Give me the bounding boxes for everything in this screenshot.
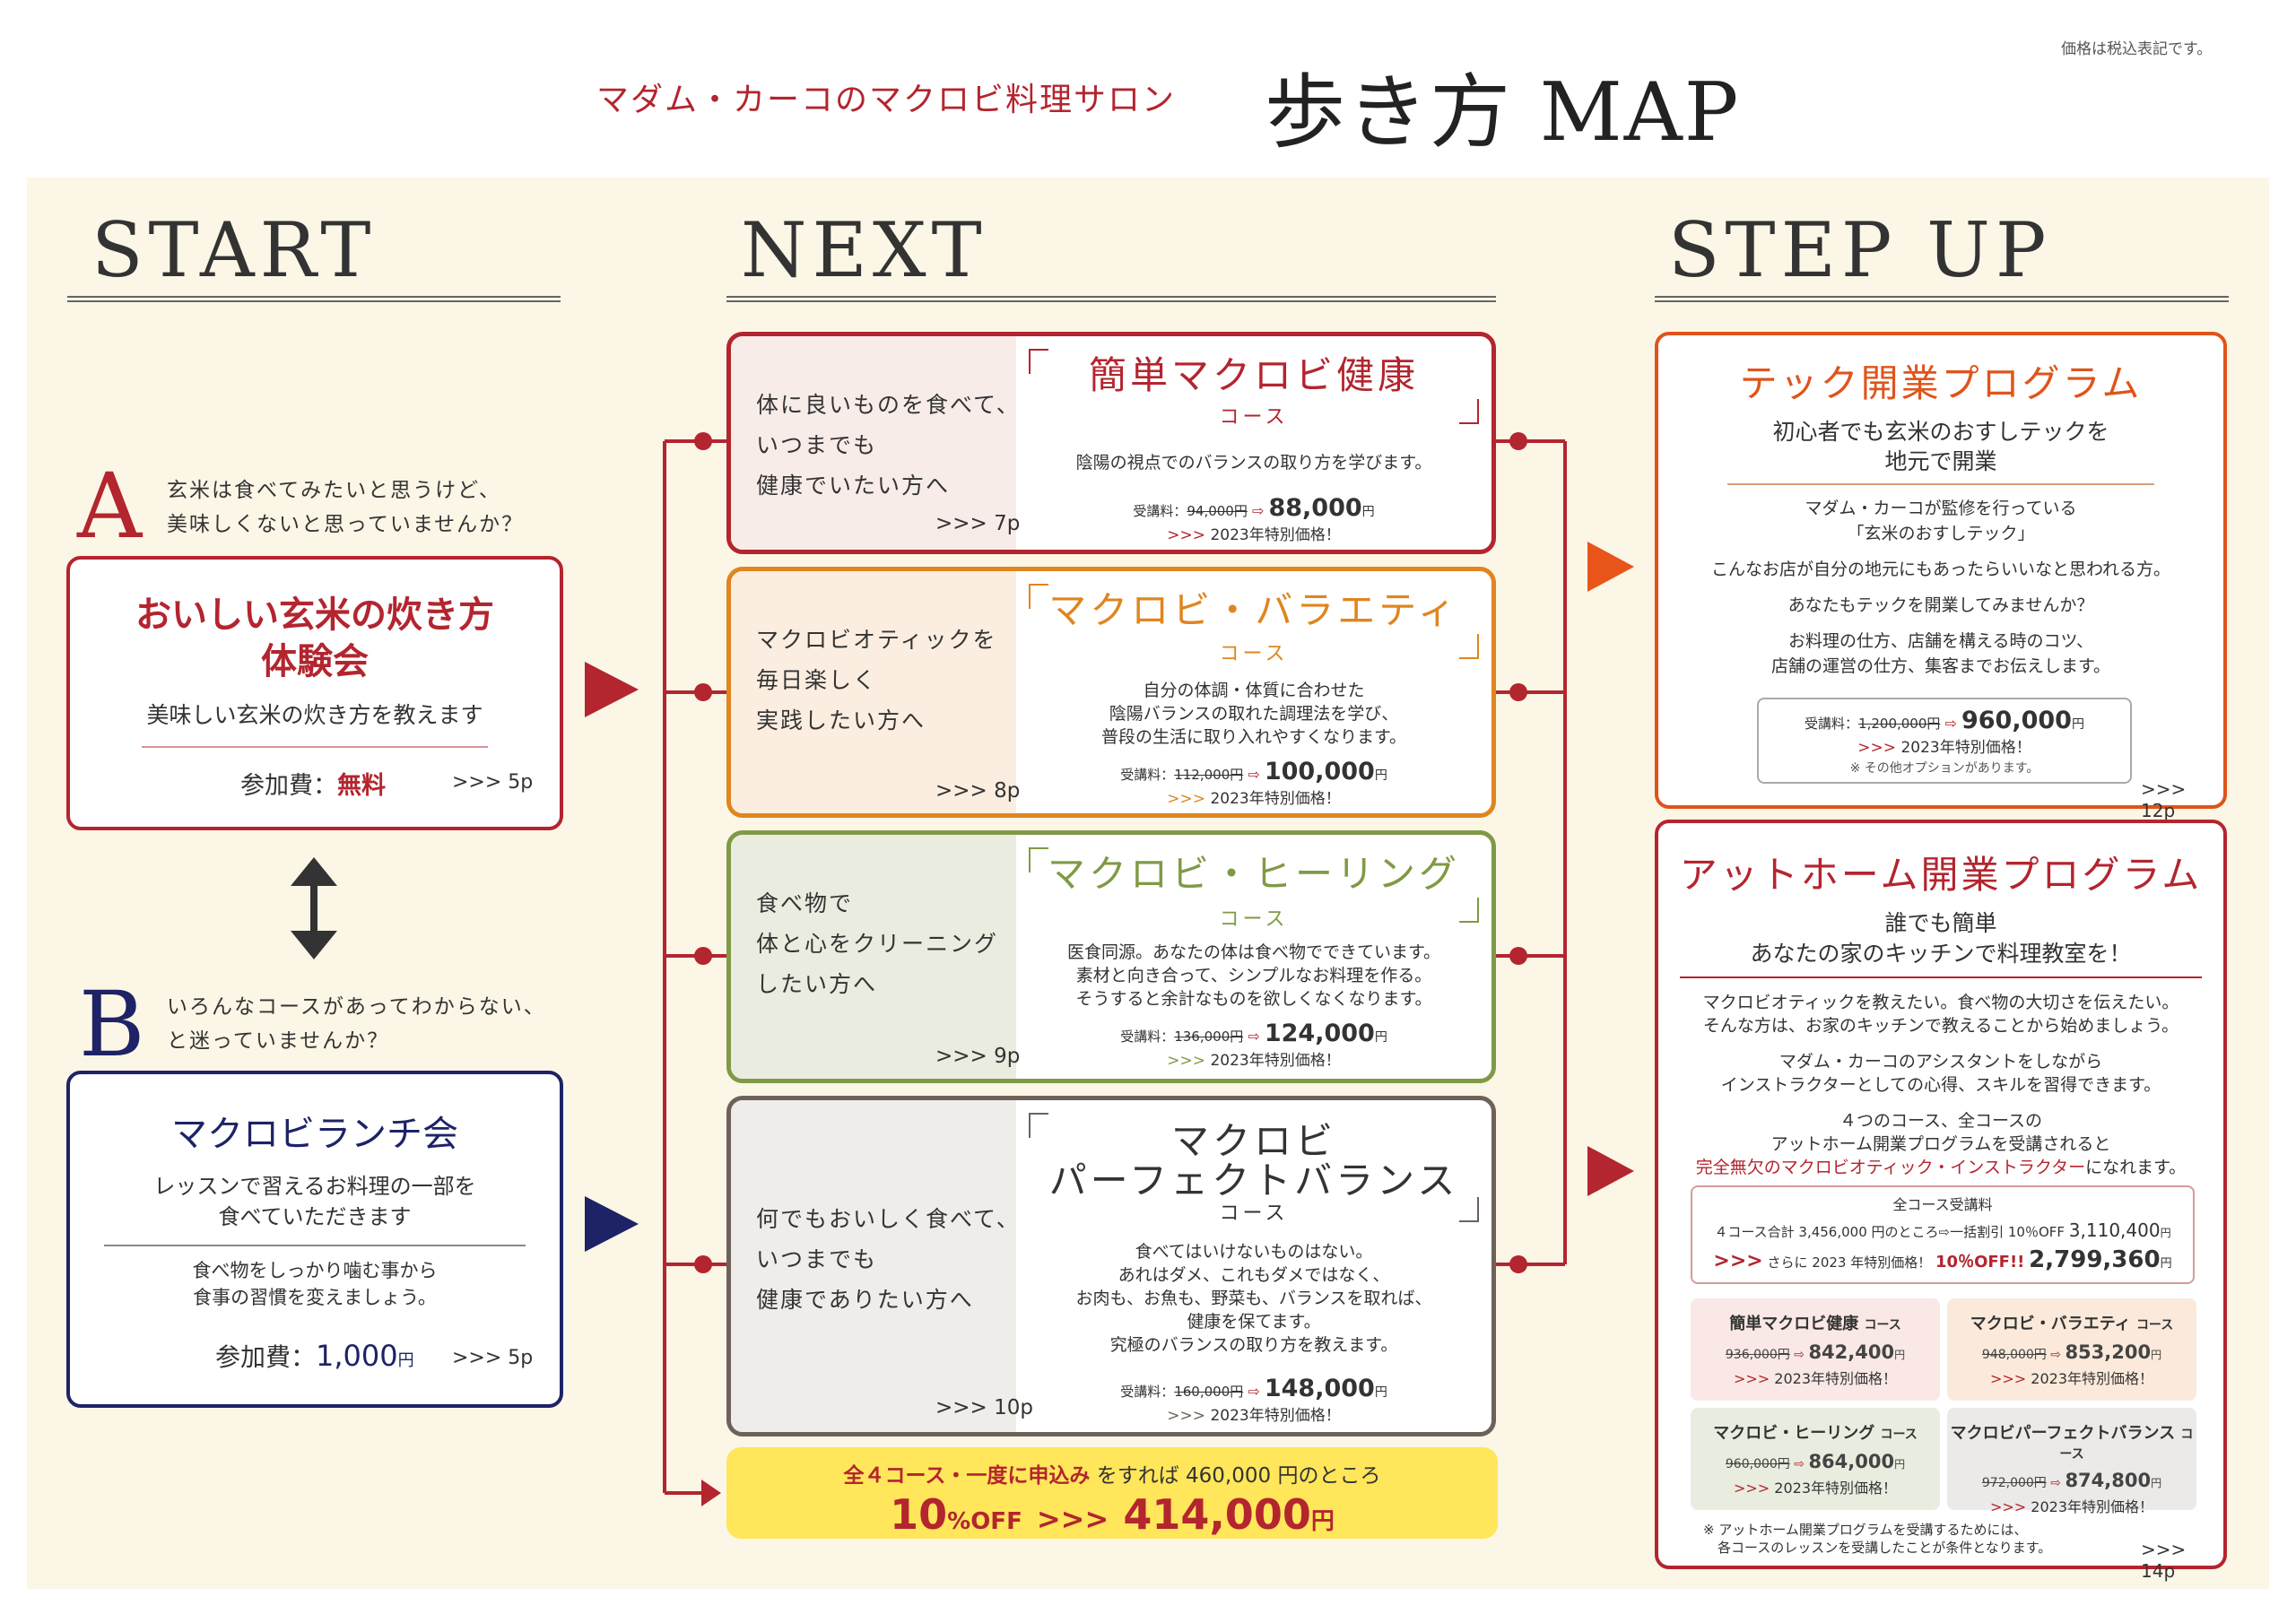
lunch-title: マクロビランチ会 — [171, 1114, 458, 1155]
card-tech-program[interactable]: テック開業プログラム 初心者でも玄米のおすしテックを 地元で開業 マダム・カーコ… — [1655, 332, 2227, 821]
arrow-a-triangle — [585, 662, 639, 717]
course-title: 簡単マクロビ健康 — [1088, 353, 1419, 397]
workshop-fee: 参加費：無料 — [240, 772, 386, 800]
column-rule-start — [67, 296, 561, 302]
tech-price-box: 受講料：1,200,000円 ⇨ 960,000円 >>> 2023年特別価格！… — [1757, 698, 2132, 784]
mini-course-price: マクロビパーフェクトバランス コース 972,000円 ⇨ 874,800円 >… — [1947, 1408, 2196, 1515]
lunch-divider — [104, 1245, 526, 1246]
lunch-desc-2: 食べ物をしっかり噛む事から 食事の習慣を変えましょう。 — [192, 1260, 438, 1308]
athome-note: ※ アットホーム開業プログラムを受講するためには、 各コースのレッスンを受講した… — [1703, 1522, 2052, 1556]
course-audience: マクロビオティックを 毎日楽しく 実践したい方へ — [756, 627, 997, 733]
workshop-divider — [142, 746, 488, 748]
course-subtitle: コース — [1219, 908, 1289, 931]
athome-all-course-box: 全コース受講料 ４コース合計 3,456,000 円のところ⇨一括割引 10％O… — [1691, 1185, 2195, 1284]
workshop-title: おいしい玄米の炊き方 体験会 — [135, 594, 494, 682]
course-price: 受講料：136,000円 ⇨ 124,000円 >>> 2023年特別価格！ — [1120, 1020, 1387, 1070]
course-page-link[interactable]: >>> 10p — [935, 1396, 1033, 1419]
option-a-letter: A — [77, 454, 143, 559]
mini-course-price: 簡単マクロビ健康 コース 936,000円 ⇨ 842,400円 >>> 202… — [1691, 1298, 1940, 1401]
course-audience-panel — [731, 571, 1016, 813]
course-page-link[interactable]: >>> 7p — [935, 512, 1021, 535]
course-page-link[interactable]: >>> 8p — [935, 779, 1021, 803]
athome-lead: 誰でも簡単 あなたの家のキッチンで料理教室を！ — [1750, 910, 2132, 967]
double-arrow-icon — [291, 857, 337, 959]
card-athome-program[interactable]: アットホーム開業プログラム 誰でも簡単 あなたの家のキッチンで料理教室を！ マク… — [1655, 820, 2227, 1582]
column-rule-next — [726, 296, 1496, 302]
bracket-right — [1459, 898, 1479, 923]
course-desc: 医食同源。あなたの体は食べ物でできています。 素材と向き合って、シンプルなお料理… — [1066, 942, 1441, 1009]
bracket-left — [1029, 1113, 1048, 1138]
athome-divider — [1680, 976, 2202, 978]
bundle-offer[interactable]: 全４コース・一度に申込み をすれば 460,000 円のところ 10%OFF >… — [726, 1447, 1498, 1539]
bundle-line-1: 全４コース・一度に申込み をすれば 460,000 円のところ — [843, 1464, 1381, 1488]
card-macrobiotic-lunch[interactable]: マクロビランチ会 レッスンで習えるお料理の一部を 食べていただきます 食べ物をし… — [66, 1071, 563, 1408]
course-audience-panel — [731, 336, 1016, 550]
option-b-letter: B — [79, 972, 145, 1077]
lunch-desc: レッスンで習えるお料理の一部を 食べていただきます — [153, 1174, 476, 1229]
bracket-left — [1029, 584, 1048, 609]
athome-page-link[interactable]: >>> 14p — [2141, 1539, 2187, 1582]
course-title: マクロビ・ヒーリング — [1047, 852, 1460, 896]
mini-course-price: マクロビ・バラエティ コース 948,000円 ⇨ 853,200円 >>> 2… — [1947, 1298, 2196, 1401]
course-audience: 何でもおいしく食べて、 いつまでも 健康でありたい方へ — [756, 1206, 1021, 1313]
course-price: 受講料：160,000円 ⇨ 148,000円 >>> 2023年特別価格！ — [1120, 1375, 1387, 1425]
tech-title: テック開業プログラム — [1739, 361, 2143, 405]
bracket-left — [1029, 847, 1048, 872]
lunch-page-link[interactable]: >>> 5p — [452, 1347, 534, 1369]
column-heading-stepup: STEP UP — [1668, 206, 2052, 294]
mini-course-price: マクロビ・ヒーリング コース 960,000円 ⇨ 864,000円 >>> 2… — [1691, 1408, 1940, 1510]
course-card[interactable]: 体に良いものを食べて、 いつまでも 健康でいたい方へ >>> 7p 簡単マクロビ… — [726, 332, 1496, 554]
course-title: マクロビ・バラエティ — [1048, 588, 1459, 632]
tech-lead: 初心者でも玄米のおすしテックを 地元で開業 — [1772, 419, 2109, 474]
bracket-right — [1459, 399, 1479, 424]
course-card[interactable]: 食べ物で 体と心をクリーニング したい方へ >>> 9p マクロビ・ヒーリング … — [726, 830, 1496, 1083]
card-brown-rice-workshop[interactable]: おいしい玄米の炊き方 体験会 美味しい玄米の炊き方を教えます 参加費：無料 >>… — [66, 556, 563, 830]
bundle-line-2: 10%OFF >>> 414,000円 — [890, 1490, 1335, 1539]
tax-note: 価格は税込表記です。 — [2061, 40, 2213, 58]
tech-page-link[interactable]: >>> 12p — [2141, 778, 2187, 821]
course-desc: 陰陽の視点でのバランスの取り方を学びます。 — [1075, 453, 1432, 473]
athome-title: アットホーム開業プログラム — [1679, 853, 2203, 897]
option-b-question: いろんなコースがあってわからない、 と迷っていませんか？ — [167, 995, 546, 1053]
course-desc: 自分の体調・体質に合わせた 陰陽バランスの取れた調理法を学び、 普段の生活に取り… — [1100, 681, 1407, 747]
course-audience-panel — [731, 835, 1016, 1079]
course-price: 受講料：112,000円 ⇨ 100,000円 >>> 2023年特別価格！ — [1120, 758, 1387, 808]
column-heading-start: START — [91, 206, 377, 294]
course-page-link[interactable]: >>> 9p — [935, 1045, 1021, 1068]
arrow-b-triangle — [585, 1196, 639, 1252]
course-card[interactable]: マクロビオティックを 毎日楽しく 実践したい方へ >>> 8p マクロビ・バラエ… — [726, 567, 1496, 818]
workshop-page-link[interactable]: >>> 5p — [452, 771, 534, 794]
bracket-right — [1459, 634, 1479, 659]
course-subtitle: コース — [1219, 406, 1289, 429]
page-title: 歩き方 MAP — [1265, 65, 1741, 160]
bracket-left — [1029, 349, 1048, 374]
option-a-question: 玄米は食べてみたいと思うけど、 美味しくないと思っていませんか？ — [167, 479, 525, 536]
course-audience: 体に良いものを食べて、 いつまでも 健康でいたい方へ — [756, 392, 1021, 499]
course-title: マクロビパーフェクトバランス — [1048, 1119, 1459, 1202]
column-heading-next: NEXT — [741, 206, 987, 294]
course-audience-panel — [731, 1100, 1016, 1432]
workshop-desc: 美味しい玄米の炊き方を教えます — [146, 702, 483, 728]
course-price: 受講料：94,000円 ⇨ 88,000円 >>> 2023年特別価格！ — [1133, 494, 1375, 544]
course-desc: 食べてはいけないものはない。 あれはダメ、これもダメではなく、 お肉も、お魚も、… — [1075, 1242, 1432, 1355]
course-subtitle: コース — [1219, 643, 1289, 665]
tech-divider — [1727, 483, 2154, 485]
tech-body: マダム・カーコが監修を行っている 「玄米のおすしテック」 こんなお店が自分の地元… — [1710, 499, 2171, 676]
lunch-fee: 参加費：1,000円 — [215, 1339, 414, 1373]
column-rule-stepup — [1655, 296, 2229, 302]
athome-body: マクロビオティックを教えたい。食べ物の大切さを伝えたい。 そんな方は、お家のキッ… — [1695, 993, 2187, 1177]
header-subtitle: マダム・カーコのマクロビ料理サロン — [596, 82, 1177, 118]
course-subtitle: コース — [1219, 1202, 1289, 1225]
course-audience: 食べ物で 体と心をクリーニング したい方へ — [756, 890, 999, 997]
bracket-right — [1459, 1197, 1479, 1222]
course-card[interactable]: 何でもおいしく食べて、 いつまでも 健康でありたい方へ >>> 10p マクロビ… — [726, 1096, 1496, 1436]
